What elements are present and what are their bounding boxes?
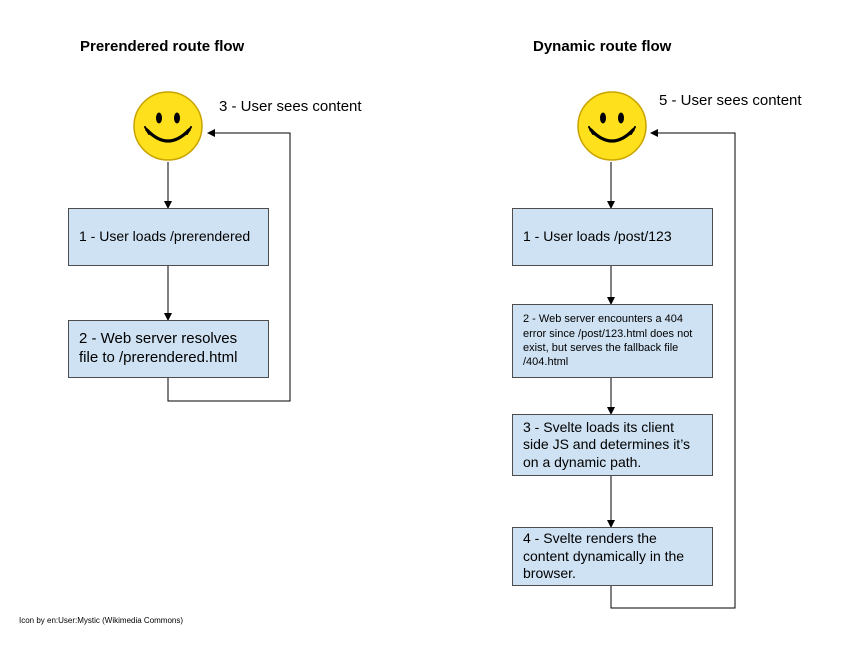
prerendered-step2-text: 2 - Web server resolves file to /prerend… [79, 330, 238, 366]
prerendered-title: Prerendered route flow [80, 38, 245, 55]
arrow-loop-back-left [167, 129, 291, 402]
dynamic-step1-box: 1 - User loads /post/123 [512, 208, 713, 266]
dynamic-title: Dynamic route flow [533, 38, 672, 55]
arrow-loop-back-right [610, 129, 736, 609]
dynamic-step4-text: 4 - Svelte renders the content dynamical… [523, 530, 685, 582]
dynamic-step2-text: 2 - Web server encounters a 404 error si… [523, 313, 693, 369]
dynamic-user-sees-content: 5 - User sees content [659, 92, 802, 109]
icon-credit: Icon by en:User:Mystic (Wikimedia Common… [19, 616, 184, 625]
prerendered-step1-text: 1 - User loads /prerendered [79, 228, 251, 245]
prerendered-step1-box: 1 - User loads /prerendered [68, 208, 269, 266]
dynamic-step4-box: 4 - Svelte renders the content dynamical… [512, 527, 713, 586]
dynamic-step3-box: 3 - Svelte loads its client side JS and … [512, 414, 713, 476]
prerendered-user-sees-content: 3 - User sees content [219, 98, 362, 115]
smiley-icon [577, 91, 647, 161]
dynamic-step1-text: 1 - User loads /post/123 [523, 228, 672, 245]
dynamic-step3-text: 3 - Svelte loads its client side JS and … [523, 418, 691, 470]
smiley-icon [133, 91, 203, 161]
prerendered-step2-box: 2 - Web server resolves file to /prerend… [68, 320, 269, 378]
dynamic-step2-box: 2 - Web server encounters a 404 error si… [512, 304, 713, 378]
